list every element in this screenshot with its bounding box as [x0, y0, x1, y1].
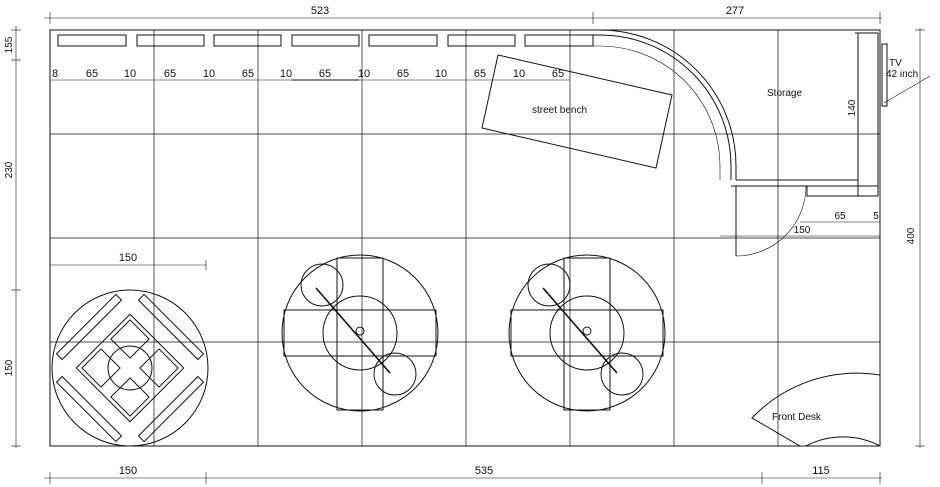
lounge-booth [51, 289, 209, 447]
storage-label: Storage [767, 88, 802, 99]
seat-dim-label: 10 [280, 68, 292, 80]
booth-dimension: 150 [50, 252, 207, 270]
dimension-left-top-label: 155 [4, 36, 15, 53]
dimension-bottom: 150 535 115 [44, 465, 882, 484]
seat-dim-label: 10 [203, 68, 215, 80]
seat-block [213, 34, 282, 47]
seat-dim-label: 65 [552, 68, 564, 80]
dimension-top: 523 277 [44, 5, 882, 24]
tv: TV 42 inch [881, 43, 931, 107]
dimension-left-middle-label: 230 [4, 161, 15, 178]
dimension-bottom-right-label: 115 [812, 465, 830, 477]
seat-dim-label: 10 [124, 68, 136, 80]
seat-dim-label: 65 [397, 68, 409, 80]
dimension-bottom-middle-label: 535 [475, 465, 493, 477]
dimension-right: 400 [906, 28, 925, 448]
seat-block [368, 34, 438, 47]
seat-block [447, 34, 516, 47]
seat-dim-label: 10 [513, 68, 525, 80]
dimension-left: 155 230 150 [4, 26, 21, 448]
seat-dim-label: 65 [319, 68, 331, 80]
front-desk: Front Desk [751, 372, 881, 447]
seat-block [57, 34, 127, 47]
seat-dim-label: 65 [242, 68, 254, 80]
storage-counter: Storage 140 [593, 29, 879, 197]
seat-block [136, 34, 205, 47]
seat-block [524, 34, 594, 47]
desk-offset-label: 65 [834, 211, 846, 222]
round-table-1 [281, 254, 439, 412]
seat-dim-label: 8 [52, 68, 58, 80]
dimension-bottom-left-label: 150 [119, 465, 137, 477]
desk-gap-label: 5 [873, 211, 879, 222]
round-table-2 [508, 254, 666, 412]
storage-depth-label: 140 [847, 99, 858, 116]
seat-dim-label: 65 [474, 68, 486, 80]
tv-label: TV [889, 58, 902, 69]
booth-width-label: 150 [119, 252, 137, 264]
street-bench: street bench [481, 54, 673, 169]
door-width-label: 150 [794, 225, 811, 236]
seat-dim-label: 10 [435, 68, 447, 80]
dimension-right-label: 400 [906, 227, 917, 244]
dimension-left-bottom-label: 150 [4, 359, 15, 376]
grid [50, 30, 880, 446]
seat-row-dimensions: 8 65 10 65 10 65 10 65 10 65 10 65 10 65 [52, 68, 564, 80]
seat-dim-label: 65 [86, 68, 98, 80]
door: 150 65 5 [720, 185, 880, 257]
dimension-top-right-label: 277 [726, 5, 744, 17]
dimension-top-left-label: 523 [311, 5, 329, 17]
seat-dim-label: 65 [164, 68, 176, 80]
front-desk-label: Front Desk [772, 412, 822, 423]
tv-size-label: 42 inch [886, 69, 918, 80]
seat-block [291, 34, 360, 47]
seat-dim-label: 10 [358, 68, 370, 80]
street-bench-label: street bench [532, 105, 587, 116]
seat-row [50, 34, 594, 81]
